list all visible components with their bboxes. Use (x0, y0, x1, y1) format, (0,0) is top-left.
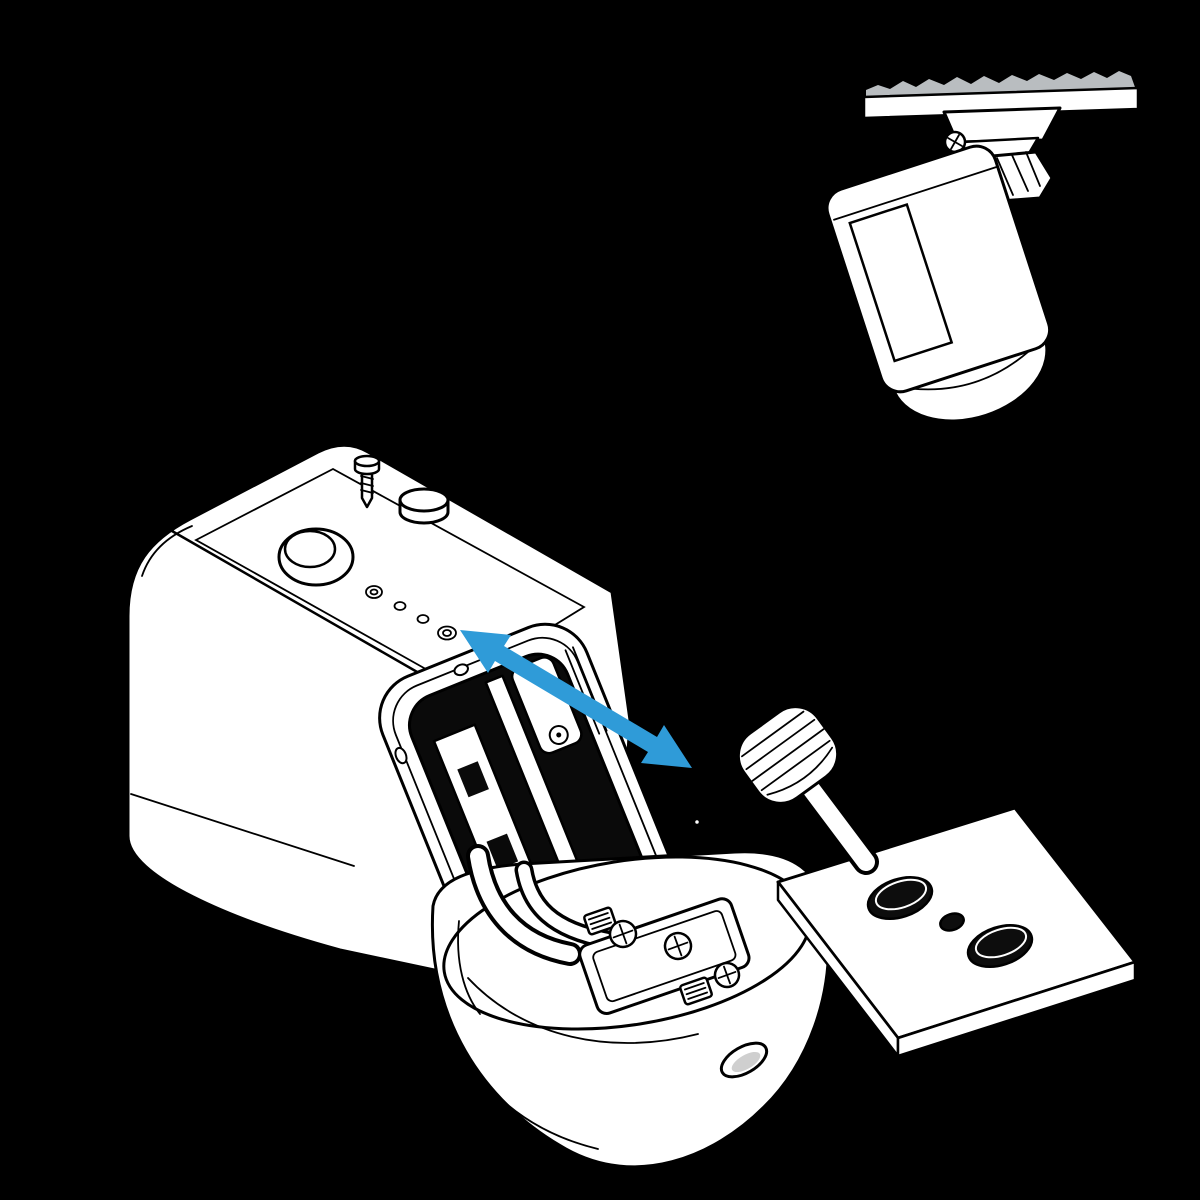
corner-chamfer (141, 525, 193, 577)
rim-left-wall (457, 920, 481, 1015)
hinge-strap-1 (470, 848, 578, 962)
indicator-opening-1 (365, 585, 383, 599)
cover-oval-hole-shade (731, 1051, 761, 1073)
thumbscrew-shaft (803, 781, 875, 871)
plate-thickness-front (896, 960, 1137, 1058)
clip-tooth-2a (684, 982, 705, 991)
rim-inner-shadow (467, 977, 699, 1044)
swivel-rib-2 (996, 157, 1014, 196)
screw-cross-2b (673, 935, 683, 957)
indicator-opening-4 (437, 625, 457, 641)
security-camera (825, 144, 1052, 423)
plate-hole-1-rim (874, 878, 928, 911)
knob-knurl-2 (745, 718, 816, 771)
swivel-rib-3 (1011, 154, 1029, 192)
battery-screw-3 (713, 961, 741, 989)
hinge-straps (466, 844, 618, 966)
indicator-opening-2 (393, 601, 407, 611)
button-dome (283, 529, 337, 569)
ceiling-camera-assembly (825, 71, 1140, 423)
plate-hole-small (939, 912, 965, 932)
knob-end-arc (766, 746, 834, 796)
small-pin (692, 817, 702, 827)
screw-thread-1 (360, 475, 374, 480)
knob-knurl-3 (751, 728, 825, 782)
frame-bump-top (453, 663, 469, 677)
knob-knurl-1 (741, 710, 805, 758)
frame-bump-left (394, 746, 408, 765)
battery (578, 897, 751, 1015)
terminal-clip-1 (583, 906, 617, 936)
knob-knurl-4 (760, 739, 831, 792)
clip-tooth-2b (685, 986, 707, 996)
indicator-opening-3 (416, 614, 430, 624)
top-cap (398, 487, 450, 513)
terminal-clip-2 (679, 976, 713, 1006)
screw-cross-3b (723, 965, 731, 985)
battery-label-seam (592, 910, 737, 1003)
top-panel-seam (194, 467, 586, 688)
clip-tooth-2c (687, 991, 708, 1000)
battery-screw-1 (608, 919, 638, 949)
cover-contour (446, 1011, 599, 1150)
frame-rib-1 (564, 649, 601, 735)
swivel-rib-4 (1025, 151, 1041, 187)
hinge-strap-2 (518, 864, 614, 946)
screw-cross-1b (618, 923, 628, 945)
screw-thread-3 (360, 489, 374, 494)
camera-side-panel (848, 202, 954, 363)
top-front-edge (170, 529, 454, 694)
side-panel-seam (130, 793, 355, 867)
pillar-slot-1 (457, 761, 489, 798)
camera-body (825, 144, 1052, 394)
mounting-plate-assembly (736, 705, 1137, 1058)
screw-thread-2 (360, 482, 374, 487)
thumbscrew-knob (736, 705, 840, 805)
plate-hole-2-rim (974, 926, 1028, 959)
screw-head (353, 454, 381, 468)
battery-compartment (578, 817, 751, 1015)
bracket-screw-cross-2 (950, 134, 960, 150)
ceiling-panel (862, 86, 1140, 120)
clip-tooth-1b (589, 916, 611, 926)
clip-tooth-1c (591, 921, 612, 930)
latch-pin (556, 732, 562, 738)
clip-tooth-1a (588, 912, 609, 921)
camera-top-seam (833, 165, 999, 221)
pillar-slot-2 (486, 833, 519, 870)
indicator-opening-4-inner (442, 629, 452, 637)
battery-screw-2 (663, 931, 693, 961)
indicator-opening-1-inner (369, 588, 379, 596)
slide-direction-arrow (460, 630, 692, 768)
